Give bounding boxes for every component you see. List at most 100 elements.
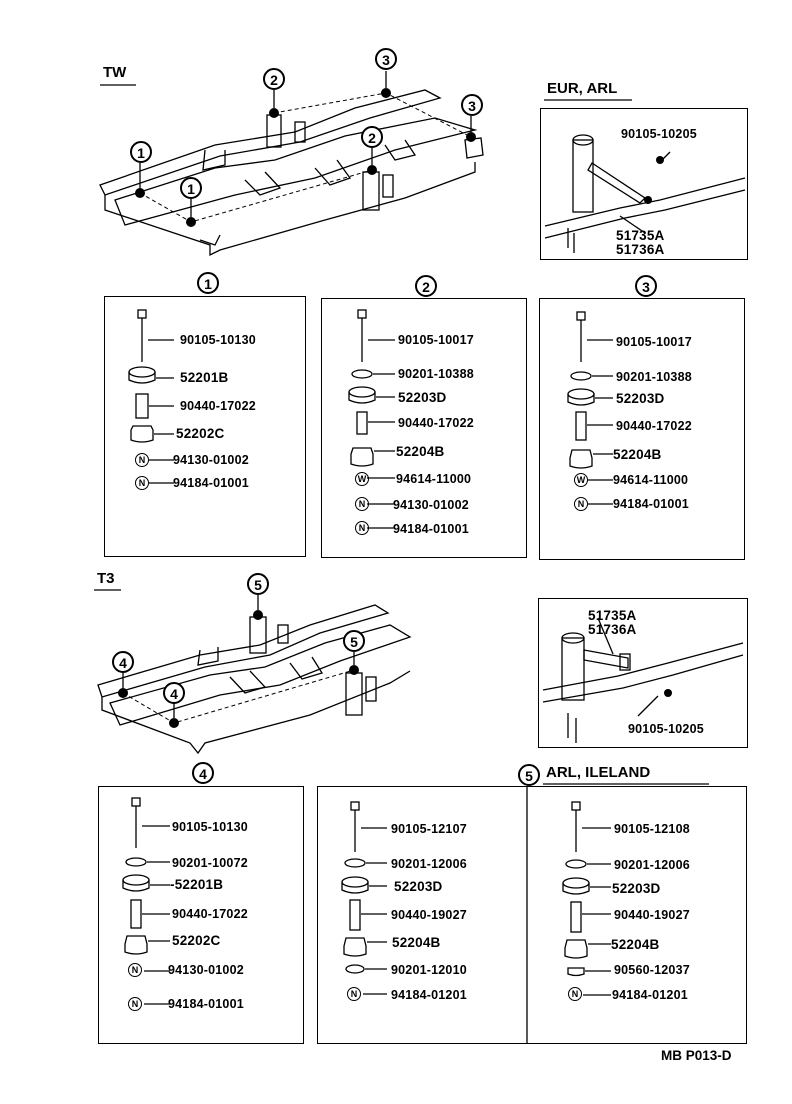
part-number: 52202C bbox=[176, 426, 225, 441]
part-number: 90201-10388 bbox=[616, 370, 692, 384]
nut-symbol-n: N bbox=[355, 497, 369, 511]
part-number: 94614-11000 bbox=[613, 473, 689, 487]
callout-4: 4 bbox=[192, 762, 214, 784]
part-number: 94184-01001 bbox=[393, 522, 469, 536]
part-number: 90440-19027 bbox=[391, 908, 467, 922]
divider bbox=[526, 786, 528, 1044]
part-number: 94184-01001 bbox=[168, 997, 244, 1011]
callout-1: 1 bbox=[197, 272, 219, 294]
parts-drawing bbox=[567, 311, 613, 505]
part-number: 94184-01201 bbox=[612, 988, 688, 1002]
part-number: 90440-17022 bbox=[616, 419, 692, 433]
parts-box-4 bbox=[98, 786, 304, 1044]
callout-4: 4 bbox=[112, 651, 134, 673]
section-label-arl-ileland: ARL, ILELAND bbox=[546, 764, 651, 781]
part-number: 52204B bbox=[613, 447, 662, 462]
parts-box-1 bbox=[104, 296, 306, 557]
callout-2: 2 bbox=[415, 275, 437, 297]
callout-1: 1 bbox=[130, 141, 152, 163]
diagram-code: MB P013-D bbox=[661, 1048, 732, 1063]
part-number: 90105-10205 bbox=[621, 127, 697, 141]
part-number: 90105-10017 bbox=[398, 333, 474, 347]
callout-3: 3 bbox=[461, 94, 483, 116]
underline bbox=[94, 589, 121, 591]
part-number: 94130-01002 bbox=[168, 963, 244, 977]
frame-drawing-t3 bbox=[97, 595, 412, 755]
bracket-drawing bbox=[542, 617, 744, 743]
section-label-tw: TW bbox=[103, 64, 127, 81]
part-number: 94130-01002 bbox=[173, 453, 249, 467]
callout-5: 5 bbox=[247, 573, 269, 595]
part-number: 90201-10072 bbox=[172, 856, 248, 870]
callout-5: 5 bbox=[343, 630, 365, 652]
part-number: 52203D bbox=[394, 879, 443, 894]
parts-drawing bbox=[341, 801, 387, 995]
nut-symbol-n: N bbox=[128, 963, 142, 977]
part-number: 52202C bbox=[172, 933, 221, 948]
part-number: 52203D bbox=[616, 391, 665, 406]
part-number: 90105-10130 bbox=[180, 333, 256, 347]
part-number: 94130-01002 bbox=[393, 498, 469, 512]
section-label-eur-arl: EUR, ARL bbox=[547, 80, 618, 97]
nut-symbol-n: N bbox=[135, 453, 149, 467]
parts-drawing bbox=[348, 309, 395, 529]
part-number: 52204B bbox=[611, 937, 660, 952]
frame-drawing-tw bbox=[99, 71, 484, 257]
callout-2: 2 bbox=[263, 68, 285, 90]
part-number: 94184-01201 bbox=[391, 988, 467, 1002]
part-number: 90105-10205 bbox=[628, 722, 704, 736]
part-number: 51735A bbox=[616, 228, 665, 243]
inset-bracket bbox=[538, 598, 748, 748]
part-number: 90105-10130 bbox=[172, 820, 248, 834]
part-number: 90201-12006 bbox=[391, 857, 467, 871]
callout-3: 3 bbox=[635, 275, 657, 297]
part-number: 90440-17022 bbox=[172, 907, 248, 921]
parts-drawing bbox=[562, 801, 611, 996]
part-number: 90201-12010 bbox=[391, 963, 467, 977]
part-number: 51735A bbox=[588, 608, 637, 623]
part-number: 90440-19027 bbox=[614, 908, 690, 922]
part-number: 90201-12006 bbox=[614, 858, 690, 872]
callout-5: 5 bbox=[518, 764, 540, 786]
part-number: -52201B bbox=[170, 877, 224, 892]
callout-4: 4 bbox=[163, 682, 185, 704]
part-number: 52201B bbox=[180, 370, 229, 385]
parts-box-3 bbox=[539, 298, 745, 560]
part-number: 51736A bbox=[588, 622, 637, 637]
part-number: 90201-10388 bbox=[398, 367, 474, 381]
nut-symbol-n: N bbox=[135, 476, 149, 490]
callout-3: 3 bbox=[375, 48, 397, 70]
parts-drawing bbox=[122, 797, 170, 1005]
underline bbox=[544, 99, 632, 101]
underline bbox=[100, 84, 136, 86]
bracket-drawing bbox=[544, 134, 746, 253]
part-number: 90105-12107 bbox=[391, 822, 467, 836]
part-number: 90560-12037 bbox=[614, 963, 690, 977]
nut-symbol-n: N bbox=[574, 497, 588, 511]
parts-box-5 bbox=[317, 786, 747, 1044]
nut-symbol-n: N bbox=[355, 521, 369, 535]
part-number: 90105-12108 bbox=[614, 822, 690, 836]
inset-eur-arl bbox=[540, 108, 748, 260]
underline bbox=[543, 783, 709, 785]
part-number: 90105-10017 bbox=[616, 335, 692, 349]
callout-1: 1 bbox=[180, 177, 202, 199]
nut-symbol-n: N bbox=[347, 987, 361, 1001]
washer-symbol-w: W bbox=[355, 472, 369, 486]
washer-symbol-w: W bbox=[574, 473, 588, 487]
part-number: 52204B bbox=[392, 935, 441, 950]
part-number: 52203D bbox=[398, 390, 447, 405]
part-number: 94184-01001 bbox=[173, 476, 249, 490]
callout-2: 2 bbox=[361, 126, 383, 148]
part-number: 94184-01001 bbox=[613, 497, 689, 511]
part-number: 51736A bbox=[616, 242, 665, 257]
parts-drawing bbox=[128, 309, 174, 484]
part-number: 90440-17022 bbox=[398, 416, 474, 430]
nut-symbol-n: N bbox=[128, 997, 142, 1011]
part-number: 52203D bbox=[612, 881, 661, 896]
part-number: 52204B bbox=[396, 444, 445, 459]
nut-symbol-n: N bbox=[568, 987, 582, 1001]
parts-box-2 bbox=[321, 298, 527, 558]
part-number: 90440-17022 bbox=[180, 399, 256, 413]
part-number: 94614-11000 bbox=[396, 472, 472, 486]
